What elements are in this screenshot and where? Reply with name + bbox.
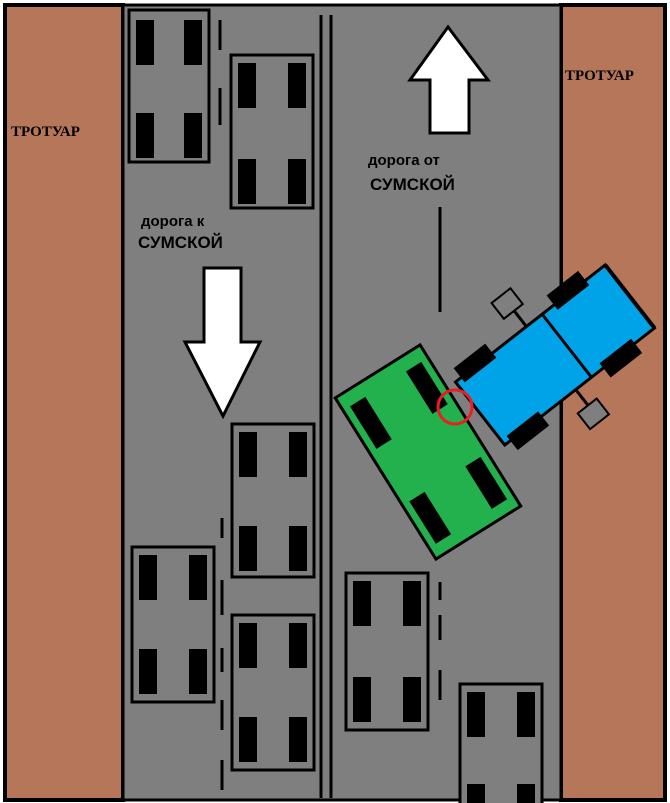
arrow-down-icon [182,266,263,420]
red-circle-icon [436,388,474,426]
car [127,8,211,164]
road-to-label-line1: дорога к [141,213,205,230]
arrow-up-icon [407,24,492,135]
car [130,545,216,704]
sidewalk-left-label: ТРОТУАР [11,124,80,140]
car [230,613,316,772]
car [458,682,544,803]
sidewalk-right [559,3,667,802]
road-from-label-line1: дорога от [368,152,440,169]
sidewalk-left [3,3,125,802]
car [230,422,316,579]
car [229,53,315,210]
blue-truck [453,262,657,451]
car [344,571,430,732]
road-from-label-line2: СУМСКОЙ [370,175,455,194]
green-car [333,342,523,562]
lane-dashes-left [218,20,224,790]
road-to-label-line2: СУМСКОЙ [138,233,223,252]
sidewalk-right-label: ТРОТУАР [565,68,634,84]
